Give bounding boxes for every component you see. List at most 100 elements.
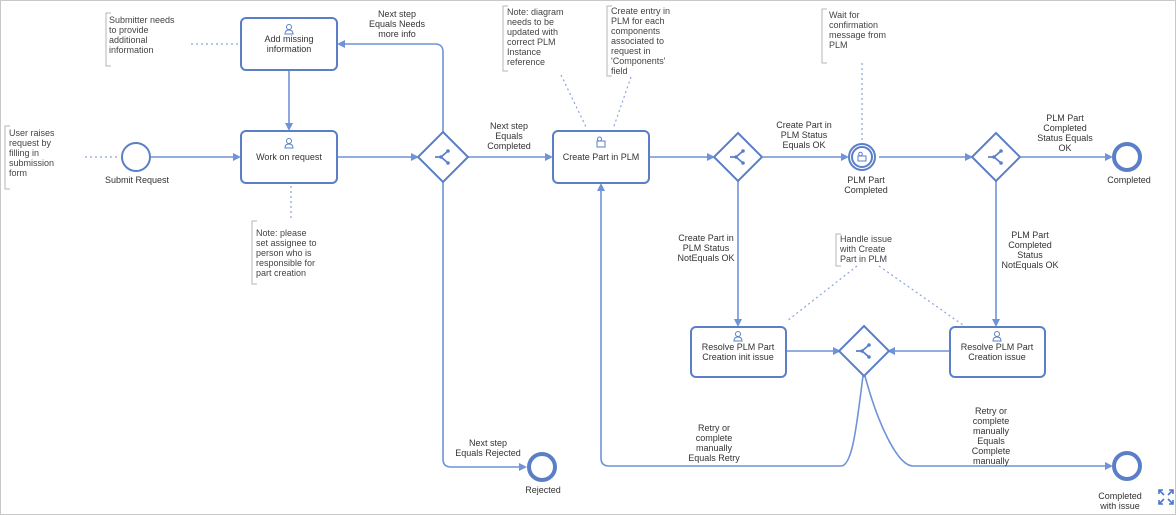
text-line: complete — [696, 433, 733, 443]
text-line: Status — [1017, 250, 1043, 260]
arrowhead — [992, 319, 1000, 327]
text-line: updated with — [507, 27, 558, 37]
gateway-retry-or-complete[interactable] — [837, 324, 891, 378]
text-line: Completed — [844, 185, 888, 195]
text-line: part creation — [256, 268, 306, 278]
flow-gateway4-retry-to-create[interactable] — [600, 187, 864, 467]
arrowhead — [1105, 153, 1113, 161]
assoc-create-entry — [612, 76, 632, 130]
text-line: Note: please — [256, 228, 307, 238]
text-line: Completed — [1043, 123, 1087, 133]
flow-gateway4-to-completed-issue[interactable] — [864, 375, 1109, 467]
flow-gateway1-to-addinfo[interactable] — [341, 43, 444, 132]
text-line: Submit Request — [105, 175, 170, 185]
text-line: PLM Part — [847, 175, 885, 185]
text-line: Resolve PLM Part — [961, 342, 1034, 352]
expand-icon[interactable] — [1158, 489, 1174, 505]
text-line: Completed — [1098, 491, 1142, 501]
text-line: Completed — [1107, 175, 1151, 185]
text-line: Wait for — [829, 10, 860, 20]
arrowhead — [707, 153, 715, 161]
text-line: Equals Rejected — [455, 448, 521, 458]
text-line: confirmation — [829, 20, 878, 30]
arrowhead — [519, 463, 527, 471]
text-line: complete — [973, 416, 1010, 426]
text-line: to provide — [109, 25, 149, 35]
text-line: reference — [507, 57, 545, 67]
end-event-completed[interactable]: Completed — [1107, 142, 1151, 185]
arrowhead — [337, 40, 345, 48]
text-line: associated to — [611, 36, 664, 46]
text-line: Equals — [977, 436, 1005, 446]
text-line: additional — [109, 35, 148, 45]
sequence-flows — [151, 43, 1109, 468]
start-event-submit-request[interactable]: Submit Request — [105, 142, 170, 185]
gateway-create-part-status[interactable] — [712, 131, 764, 183]
text-line: PLM Status — [683, 243, 730, 253]
branch-icon — [435, 149, 450, 165]
text-line: filling in — [9, 148, 39, 158]
task-work-on-request[interactable]: Work on request — [240, 130, 338, 184]
user-icon — [992, 331, 1002, 342]
text-line: set assignee to — [256, 238, 317, 248]
text-line: Create entry in — [611, 6, 670, 16]
text-line: information — [109, 45, 154, 55]
text-line: Create Part in — [776, 120, 832, 130]
text-line: Instance — [507, 47, 541, 57]
text-line: Note: diagram — [507, 7, 564, 17]
end-event-rejected[interactable]: Rejected — [525, 452, 561, 495]
text-line: Part in PLM — [840, 254, 887, 264]
text-line: with issue — [1099, 501, 1140, 511]
flow-gateway1-to-rejected[interactable] — [442, 182, 523, 468]
text-line: information — [267, 44, 312, 54]
gateway-plm-part-completed-status[interactable] — [970, 131, 1022, 183]
text-line: Creation issue — [968, 352, 1026, 362]
arrowhead — [597, 183, 605, 191]
arrowhead — [1105, 462, 1113, 470]
text-line: Status Equals — [1037, 133, 1093, 143]
associations — [85, 43, 964, 326]
text-line: request by — [9, 138, 52, 148]
text-line: Retry or — [975, 406, 1007, 416]
text-line: with Create — [839, 244, 886, 254]
text-line: person who is — [256, 248, 312, 258]
task-label: Work on request — [256, 152, 322, 162]
gateway-next-step[interactable] — [416, 130, 470, 184]
message-icon — [857, 151, 867, 162]
arrowhead — [285, 123, 293, 131]
text-line: correct PLM — [507, 37, 556, 47]
text-line: more info — [378, 29, 416, 39]
branch-icon — [988, 149, 1003, 165]
task-create-part-in-plm[interactable]: Create Part in PLM — [552, 130, 650, 184]
text-line: responsible for — [256, 258, 315, 268]
arrowhead — [887, 347, 895, 355]
text-line: submission — [9, 158, 54, 168]
arrowhead — [545, 153, 553, 161]
branch-icon — [856, 343, 871, 359]
text-line: Equals — [495, 131, 523, 141]
assoc-handle-right — [878, 265, 964, 326]
